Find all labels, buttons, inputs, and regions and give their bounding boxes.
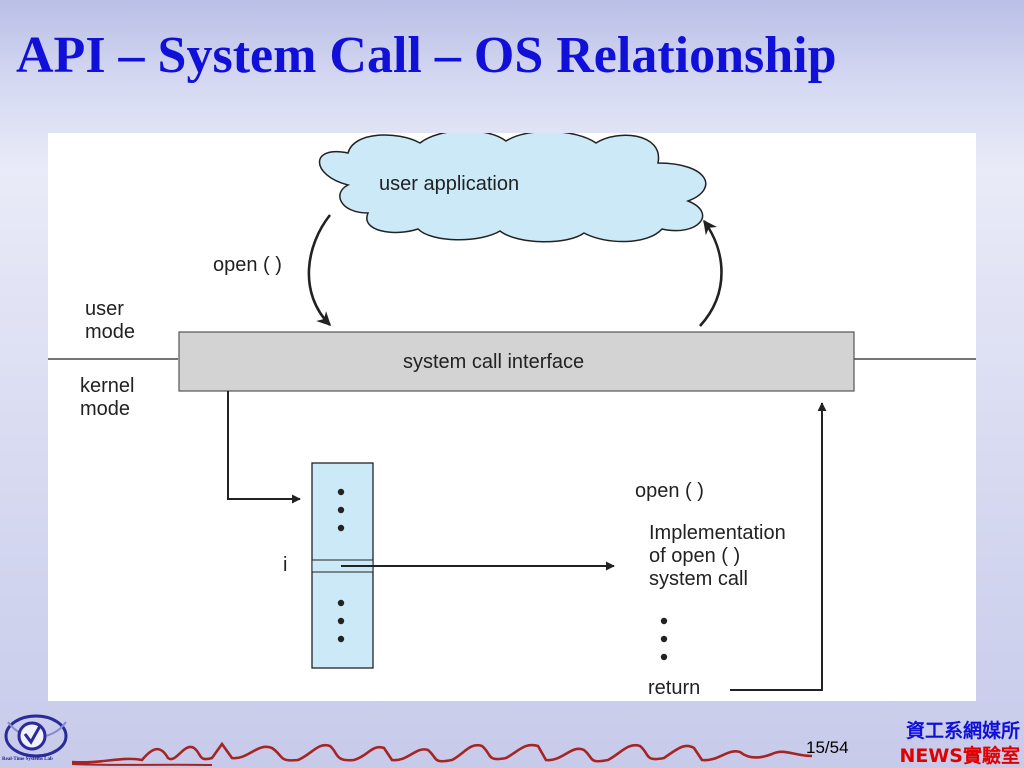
table-ellipsis-top	[337, 488, 345, 532]
lab-name-line1: 資工系網媒所	[905, 720, 1020, 742]
page-total: /54	[824, 738, 849, 757]
interface-label: system call interface	[403, 351, 585, 373]
table-ellipsis-bottom	[337, 599, 345, 643]
lab-name-line2: NEWS實驗室	[899, 745, 1020, 767]
decorative-waveform	[72, 741, 812, 766]
table-index-label: i	[283, 554, 288, 576]
system-call-interface-bar	[178, 331, 855, 392]
call-arrow	[307, 214, 332, 326]
return-arrow	[730, 402, 827, 691]
api-syscall-diagram: user application open ( ) user mode kern…	[48, 133, 976, 701]
return-to-app-arrow	[699, 219, 723, 327]
page-current: 15	[806, 738, 825, 757]
implementation-title: open ( )	[635, 480, 704, 502]
user-mode-label: user mode	[85, 298, 136, 343]
kernel-mode-label: kernel mode	[80, 375, 135, 420]
cloud-label: user application	[379, 173, 520, 195]
call-label: open ( )	[213, 254, 282, 276]
lab-logo-icon: Real-Time Systems Lab	[2, 712, 72, 766]
implementation-description: Implementation of open ( ) system call	[649, 522, 786, 590]
dispatch-arrow	[227, 391, 301, 504]
slide-title: API – System Call – OS Relationship	[16, 27, 837, 84]
logo-text: Real-Time Systems Lab	[2, 757, 53, 762]
implementation-ellipsis	[660, 617, 668, 661]
page-number: 15/54	[806, 738, 849, 758]
return-label: return	[648, 677, 701, 699]
user-application-cloud	[318, 133, 707, 243]
